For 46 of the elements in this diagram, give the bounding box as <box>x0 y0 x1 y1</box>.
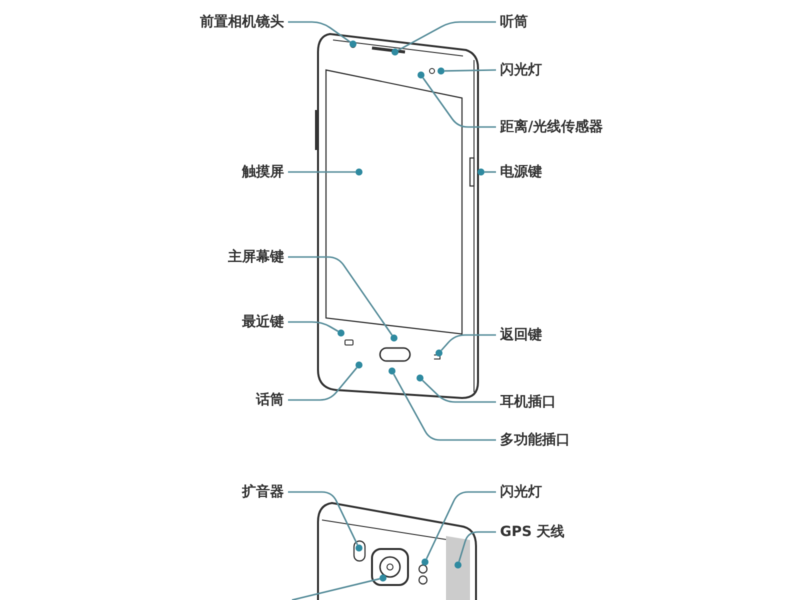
leader-line <box>422 77 496 128</box>
point-marker <box>338 330 344 336</box>
leader-line <box>426 491 496 560</box>
leader-line <box>484 171 496 173</box>
part-label: 听筒 <box>500 13 528 31</box>
point-marker <box>356 362 362 368</box>
point-marker <box>478 168 484 176</box>
leader-line <box>292 578 380 600</box>
point-marker <box>380 574 386 582</box>
point-marker <box>422 558 428 566</box>
part-label: GPS 天线 <box>500 523 565 541</box>
part-label: 扩音器 <box>242 483 284 501</box>
point-marker <box>350 40 356 48</box>
point-marker <box>438 68 444 74</box>
leader-line <box>458 531 496 562</box>
leader-line <box>288 21 351 43</box>
point-marker <box>390 334 398 342</box>
leader-line <box>444 69 496 72</box>
point-marker <box>392 48 398 56</box>
part-label: 闪光灯 <box>500 483 542 501</box>
part-label: 电源键 <box>500 163 542 181</box>
point-marker <box>436 350 442 356</box>
leader-line <box>440 334 496 351</box>
leader-line <box>288 321 338 332</box>
part-label: 前置相机镜头 <box>200 13 284 31</box>
part-label: 闪光灯 <box>500 61 542 79</box>
leader-line <box>288 256 393 336</box>
leader-line <box>398 21 496 52</box>
part-label: 多功能插口 <box>500 431 570 449</box>
part-label: 距离/光线传感器 <box>500 118 604 136</box>
point-marker <box>388 368 396 374</box>
part-label: 耳机插口 <box>500 393 556 411</box>
point-marker <box>356 168 362 176</box>
part-label: 话筒 <box>256 391 284 409</box>
part-label: 触摸屏 <box>242 163 284 181</box>
leader-line <box>288 491 358 546</box>
part-label: 主屏幕键 <box>228 248 284 266</box>
point-marker <box>418 72 424 78</box>
leader-line <box>288 367 358 401</box>
leader-line <box>422 380 496 403</box>
part-label: 返回键 <box>500 326 542 344</box>
leader-line <box>392 374 496 441</box>
point-marker <box>416 374 424 382</box>
point-marker <box>356 544 362 552</box>
leader-line <box>288 171 356 173</box>
part-label: 最近键 <box>242 313 284 331</box>
